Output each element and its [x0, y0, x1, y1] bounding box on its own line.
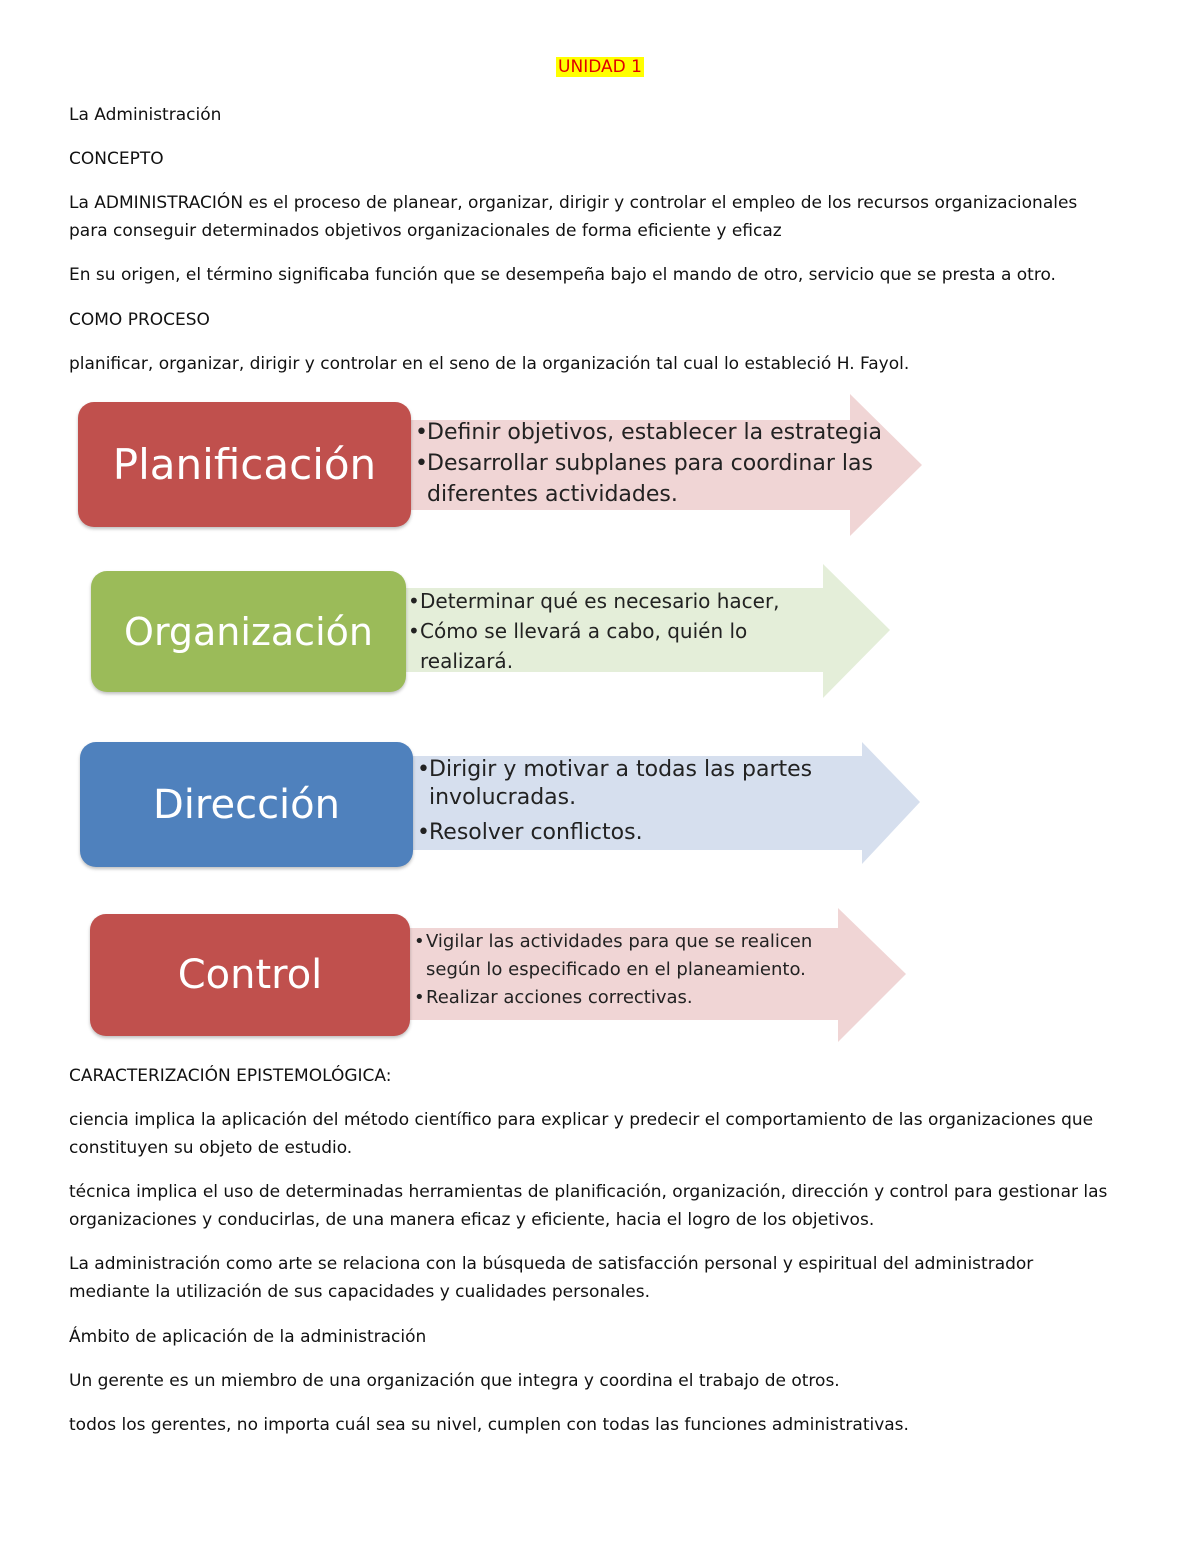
bullets-organizacion: Determinar qué es necesario hacer, Cómo …: [408, 586, 808, 676]
stage-box-control: Control: [90, 914, 410, 1036]
paragraph-definicion: La ADMINISTRACIÓN es el proceso de plane…: [69, 193, 1078, 241]
diagram-row-organizacion: Organización Determinar qué es necesario…: [0, 562, 1200, 702]
paragraph-ciencia: ciencia implica la aplicación del método…: [69, 1110, 1094, 1158]
heading-administracion: La Administración: [69, 105, 222, 125]
bullet-item: Dirigir y motivar a todas las partes inv…: [417, 756, 837, 812]
stage-box-planificacion: Planificación: [78, 402, 411, 527]
stage-box-direccion: Dirección: [80, 742, 413, 867]
heading-ambito: Ámbito de aplicación de la administració…: [69, 1327, 427, 1347]
bullet-item: Desarrollar subplanes para coordinar las…: [415, 448, 885, 510]
bullets-direccion: Dirigir y motivar a todas las partes inv…: [417, 756, 837, 847]
diagram-row-direccion: Dirección Dirigir y motivar a todas las …: [0, 742, 1200, 872]
diagram-row-control: Control Vigilar las actividades para que…: [0, 906, 1200, 1046]
bullets-control: Vigilar las actividades para que se real…: [414, 928, 834, 1012]
bullet-item: Resolver conflictos.: [417, 819, 837, 847]
paragraph-arte: La administración como arte se relaciona…: [69, 1254, 1034, 1302]
paragraph-origen: En su origen, el término significaba fun…: [69, 265, 1056, 285]
bullets-planificacion: Definir objetivos, establecer la estrate…: [415, 417, 885, 510]
paragraph-gerente: Un gerente es un miembro de una organiza…: [69, 1371, 840, 1391]
paragraph-todos-gerentes: todos los gerentes, no importa cuál sea …: [69, 1415, 909, 1435]
bullet-item: Vigilar las actividades para que se real…: [414, 928, 834, 984]
bullet-item: Determinar qué es necesario hacer,: [408, 586, 808, 616]
document-title: UNIDAD 1: [0, 57, 1200, 77]
paragraph-proceso: planificar, organizar, dirigir y control…: [69, 354, 910, 374]
heading-concepto: CONCEPTO: [69, 149, 164, 169]
diagram-row-planificacion: Planificación Definir objetivos, estable…: [0, 390, 1200, 540]
heading-caracterizacion: CARACTERIZACIÓN EPISTEMOLÓGICA:: [69, 1066, 392, 1086]
process-diagram: Planificación Definir objetivos, estable…: [0, 390, 1200, 1050]
title-highlight: UNIDAD 1: [556, 57, 644, 77]
bullet-item: Realizar acciones correctivas.: [414, 984, 834, 1012]
stage-box-organizacion: Organización: [91, 571, 406, 692]
bullet-item: Definir objetivos, establecer la estrate…: [415, 417, 885, 448]
heading-como-proceso: COMO PROCESO: [69, 310, 210, 330]
bullet-item: Cómo se llevará a cabo, quién lo realiza…: [408, 616, 808, 676]
paragraph-tecnica: técnica implica el uso de determinadas h…: [69, 1182, 1108, 1230]
